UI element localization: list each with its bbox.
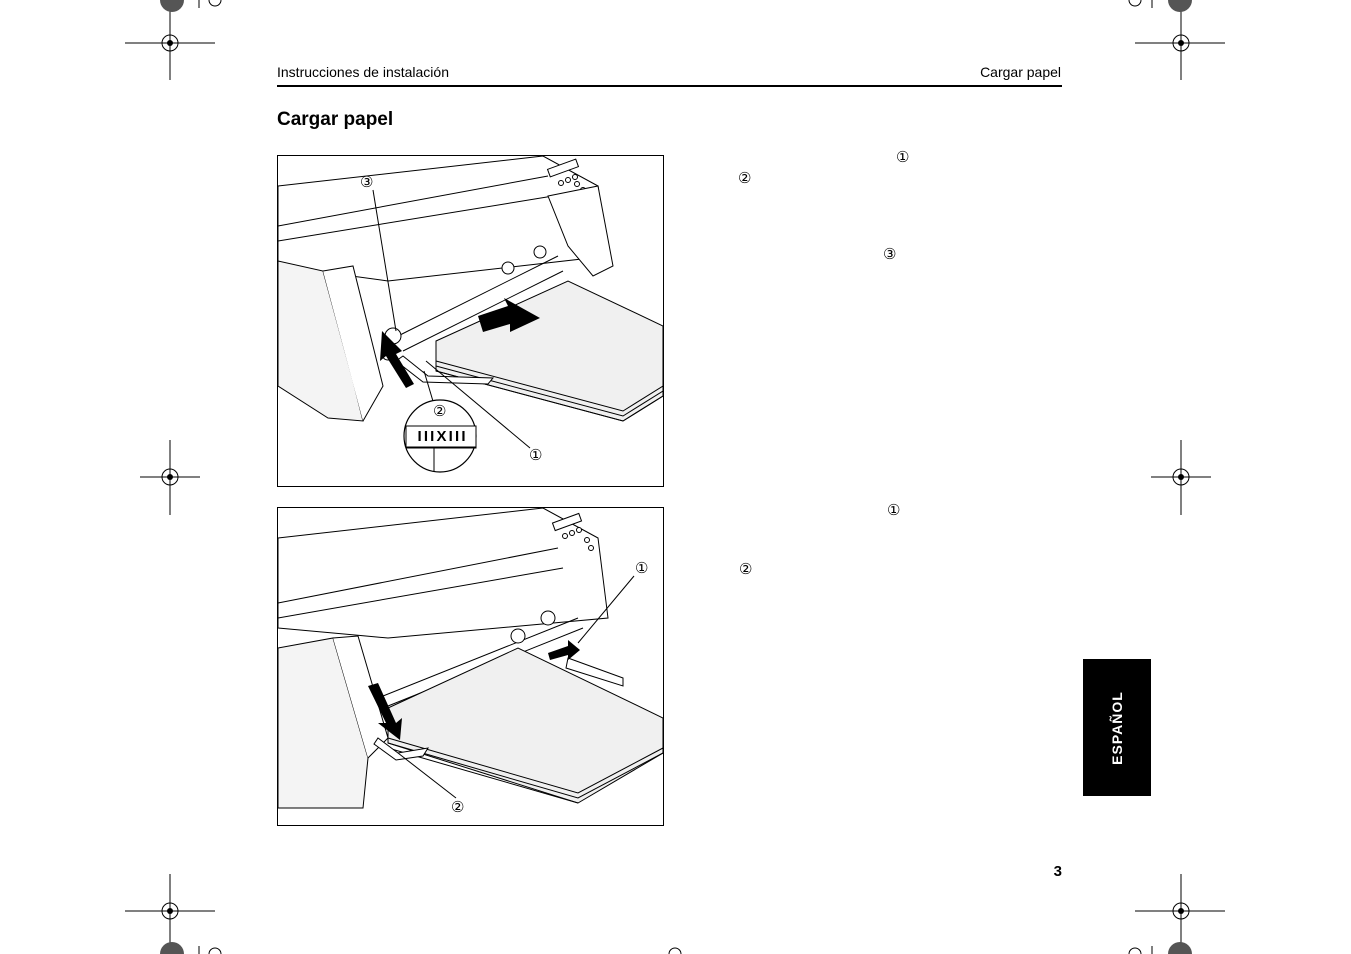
header-chapter-title: Cargar papel xyxy=(980,64,1061,80)
text-marker-5: ② xyxy=(739,561,753,578)
page-number: 3 xyxy=(1053,863,1062,880)
callout-1: ① xyxy=(635,560,649,577)
callout-2: ② xyxy=(433,403,447,420)
text-marker-2: ② xyxy=(738,170,752,187)
printer-illustration-2 xyxy=(278,508,663,809)
text-marker-3: ③ xyxy=(883,246,897,263)
page-title: Cargar papel xyxy=(277,109,394,130)
scale-label: I I I X I I I xyxy=(417,428,465,445)
language-tab: ESPAÑOL xyxy=(1083,659,1151,796)
language-tab-label: ESPAÑOL xyxy=(1109,690,1125,765)
header-section-title: Instrucciones de instalación xyxy=(277,64,449,80)
header-rule xyxy=(277,85,1062,87)
printer-illustration-1 xyxy=(278,156,663,473)
text-marker-1: ① xyxy=(896,149,910,166)
callout-2: ② xyxy=(451,799,465,816)
callout-3: ③ xyxy=(360,174,374,191)
figure-paper-guide-adjust: ③ ② ① I I I X I I I xyxy=(277,155,664,487)
text-marker-4: ① xyxy=(887,502,901,519)
figure-paper-lock: ① ② xyxy=(277,507,664,826)
callout-1: ① xyxy=(529,447,543,464)
